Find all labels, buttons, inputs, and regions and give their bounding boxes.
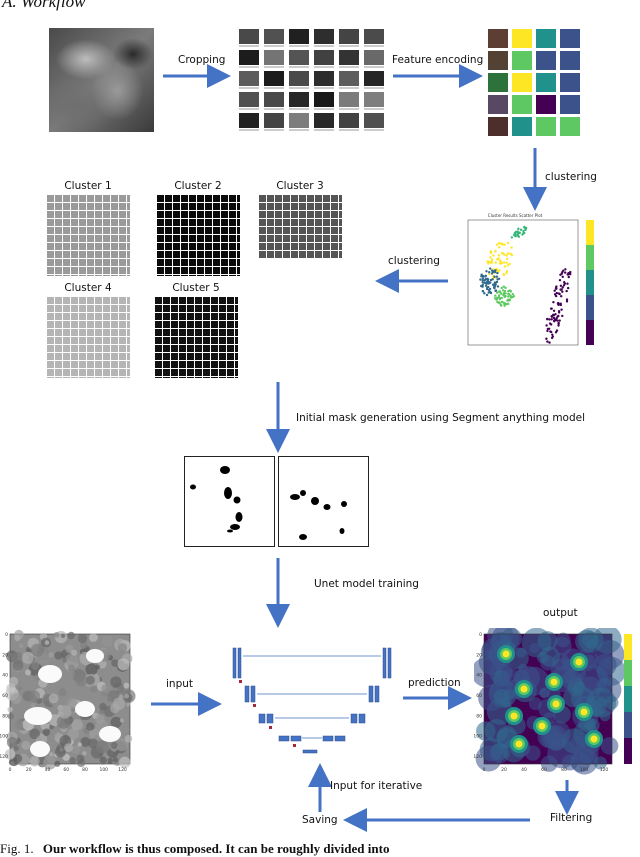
label-unet-training: Unet model training [314,578,419,590]
output-y-tick: 20 [476,652,482,658]
cluster-2-label: Cluster 2 [174,180,222,192]
label-input: input [166,678,194,690]
input-image-plot: 0 20 40 60 80 100 120 0 20 40 60 80 100 120 [0,628,140,776]
input-x-tick: 120 [118,767,127,773]
cluster-3-grid [258,194,342,258]
cluster-1-grid [46,194,130,276]
output-x-tick: 120 [600,767,609,773]
input-y-tick: 40 [2,673,8,679]
input-x-tick: 0 [9,767,12,773]
cropped-tiles-grid [238,28,390,136]
cluster-2-grid [156,194,240,276]
output-x-tick: 0 [483,767,486,773]
feature-encoding-grid [487,28,583,138]
output-x-tick: 100 [580,767,589,773]
figure-caption: Fig. 1. Our workflow is thus composed. I… [0,841,640,857]
output-y-tick: 100 [474,734,482,740]
scatter-title: Cluster Results Scatter Plot [488,213,543,218]
input-x-tick: 60 [63,767,69,773]
cluster-4-label: Cluster 4 [64,282,112,294]
output-y-tick: 80 [476,713,482,719]
cluster-scatter-plot: Cluster Results Scatter Plot [458,210,608,355]
cluster-3-label: Cluster 3 [276,180,324,192]
cluster-4-grid [46,296,130,378]
input-y-tick: 120 [0,754,8,760]
section-heading: A. Workflow [2,0,86,11]
output-y-tick: 60 [476,693,482,699]
output-x-tick: 40 [521,767,527,773]
label-output: output [543,607,578,619]
unet-architecture-diagram [223,636,403,764]
output-y-tick: 0 [479,632,482,638]
label-clustering-1: clustering [545,171,597,183]
label-feature-encoding: Feature encoding [392,54,484,66]
source-tissue-image [49,28,154,132]
label-input-iterative: Input for iterative [330,780,423,792]
mask-panel-1 [184,456,275,547]
label-prediction: prediction [408,677,461,689]
output-heatmap-plot: 0 20 40 60 80 100 120 0 20 40 60 80 100 120 [471,622,640,776]
caption-bold-text: Our workflow is thus composed. It can be… [42,841,390,856]
input-y-tick: 60 [2,693,8,699]
input-x-tick: 40 [45,767,51,773]
cluster-1-label: Cluster 1 [64,180,112,192]
output-x-tick: 20 [501,767,507,773]
label-saving: Saving [302,814,338,826]
mask-panel-2 [278,456,369,547]
input-y-tick: 20 [2,652,8,658]
output-y-tick: 120 [474,754,482,760]
input-x-tick: 100 [99,767,108,773]
input-x-tick: 20 [26,767,32,773]
output-y-tick: 40 [476,673,482,679]
cluster-5-label: Cluster 5 [172,282,220,294]
label-cropping: Cropping [178,54,226,66]
input-y-tick: 80 [2,713,8,719]
input-y-tick: 0 [5,632,8,638]
cluster-5-grid [154,296,238,378]
input-x-tick: 80 [82,767,88,773]
output-x-tick: 60 [541,767,547,773]
caption-prefix: Fig. 1. [0,841,34,856]
output-x-tick: 80 [561,767,567,773]
label-clustering-2: clustering [388,255,440,267]
input-y-tick: 100 [0,734,8,740]
label-mask-generation: Initial mask generation using Segment an… [296,412,586,424]
label-filtering: Filtering [550,812,593,824]
